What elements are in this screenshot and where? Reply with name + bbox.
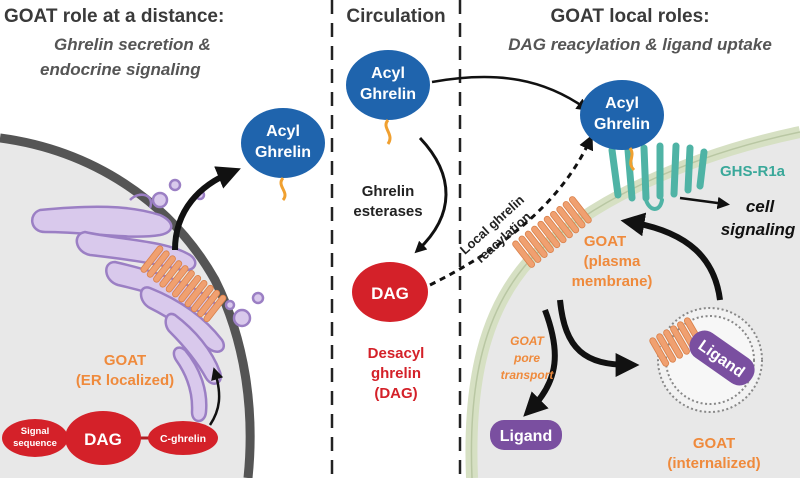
dag-label-proghrelin: DAG bbox=[84, 430, 122, 449]
goat-pore-label-2: pore bbox=[513, 351, 540, 365]
internalization-arrow bbox=[557, 299, 640, 377]
left-panel-title: GOAT role at a distance: bbox=[4, 6, 224, 27]
er-vesicles bbox=[151, 178, 265, 328]
dag-circulating-label: DAG bbox=[371, 284, 409, 303]
ghs-r1a-receptor bbox=[608, 142, 708, 211]
desacyl-ghrelin-label-3: (DAG) bbox=[374, 385, 417, 402]
cell-signaling-arrow bbox=[679, 196, 730, 210]
circulation-to-receptor-arrow bbox=[431, 75, 590, 111]
dag-circulating: DAG bbox=[352, 262, 428, 322]
acyl-ghrelin-bound-label-1: Acyl bbox=[605, 95, 639, 112]
proghrelin: Signal sequence DAG C-ghrelin bbox=[2, 411, 218, 465]
c-ghrelin-label: C-ghrelin bbox=[160, 433, 206, 445]
goat-pm-label-3: membrane) bbox=[572, 273, 653, 290]
right-panel-subtitle: DAG reacylation & ligand uptake bbox=[508, 35, 772, 54]
right-panel-title: GOAT local roles: bbox=[550, 6, 709, 27]
signal-sequence-label-2: sequence bbox=[13, 438, 57, 449]
acyl-ghrelin-bound: Acyl Ghrelin bbox=[580, 80, 664, 172]
acyl-ghrelin-secreted-label-1: Acyl bbox=[266, 123, 300, 140]
goat-pm-label-1: GOAT bbox=[584, 233, 626, 250]
goat-er-label-2: (ER localized) bbox=[76, 372, 174, 389]
cell-signaling-label-2: signaling bbox=[721, 220, 796, 239]
ligand-transported: Ligand bbox=[490, 420, 562, 450]
goat-pore-label-3: transport bbox=[501, 368, 555, 382]
reacylation-arrow bbox=[429, 134, 594, 287]
goat-er-label-1: GOAT bbox=[104, 352, 146, 369]
ghrelin-esterases-label-1: Ghrelin bbox=[362, 183, 415, 200]
desacyl-ghrelin-label-1: Desacyl bbox=[368, 345, 425, 362]
ghs-r1a-label: GHS-R1a bbox=[720, 163, 786, 180]
ligand-transported-label: Ligand bbox=[500, 428, 552, 445]
acyl-ghrelin-circulating-label-2: Ghrelin bbox=[360, 86, 416, 103]
signal-sequence-label-1: Signal bbox=[21, 426, 50, 437]
ghrelin-esterases-label-2: esterases bbox=[353, 203, 422, 220]
secretion-arrow bbox=[172, 166, 241, 251]
acyl-ghrelin-circulating-label-1: Acyl bbox=[371, 65, 405, 82]
esterase-arrow bbox=[414, 136, 448, 254]
acyl-ghrelin-bound-label-2: Ghrelin bbox=[594, 116, 650, 133]
goat-internalized-label-2: (internalized) bbox=[667, 455, 760, 472]
recycling-arrow bbox=[620, 212, 723, 301]
left-panel-subtitle-1: Ghrelin secretion & bbox=[54, 35, 211, 54]
goat-pm-label-2: (plasma bbox=[584, 253, 641, 270]
pore-transport-arrow bbox=[523, 308, 558, 417]
desacyl-ghrelin-label-2: ghrelin bbox=[371, 365, 421, 382]
cell-signaling-label-1: cell bbox=[746, 197, 776, 216]
goat-internalized-label-1: GOAT bbox=[693, 435, 735, 452]
acyl-ghrelin-circulating: Acyl Ghrelin bbox=[346, 50, 430, 145]
left-panel-subtitle-2: endocrine signaling bbox=[40, 60, 201, 79]
acyl-ghrelin-secreted: Acyl Ghrelin bbox=[241, 108, 325, 201]
acyl-ghrelin-secreted-label-2: Ghrelin bbox=[255, 144, 311, 161]
proghrelin-to-er-arrow bbox=[208, 367, 224, 426]
goat-pore-label-1: GOAT bbox=[510, 334, 545, 348]
middle-panel-title: Circulation bbox=[346, 6, 445, 27]
